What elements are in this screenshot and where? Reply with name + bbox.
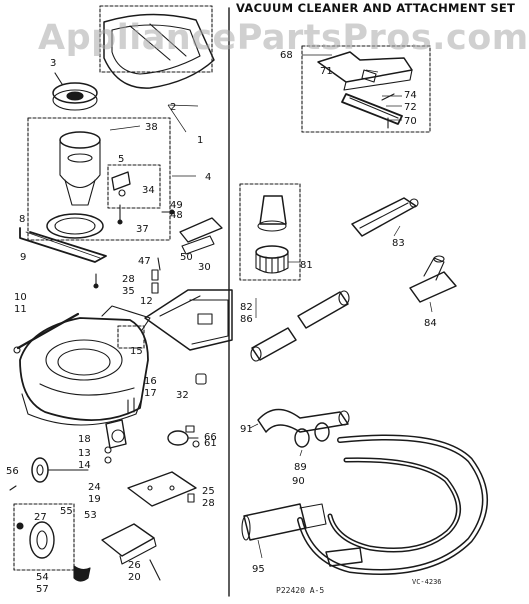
part-label-70: 70 <box>404 116 417 127</box>
part-label-54: 54 <box>36 572 49 583</box>
rod-end-shape <box>13 346 21 354</box>
base-plate-shape <box>127 471 197 507</box>
part-label-53: 53 <box>84 510 97 521</box>
part-label-13: 13 <box>78 448 91 459</box>
part-label-12: 12 <box>140 296 153 307</box>
gasket-shape <box>19 213 107 263</box>
hose-shape <box>294 422 488 575</box>
part-label-1: 1 <box>197 135 203 146</box>
part-labels: 1 2 3 4 5 8 9 10 11 12 13 14 15 16 17 18… <box>6 50 437 595</box>
part-label-89: 89 <box>294 462 307 473</box>
part-label-8: 8 <box>19 214 25 225</box>
part-label-37: 37 <box>136 224 149 235</box>
part-label-14: 14 <box>78 460 91 471</box>
part-label-50: 50 <box>180 252 193 263</box>
bag-holder-shape <box>144 289 233 351</box>
footer-code-left: P22420 A-5 <box>276 586 325 595</box>
wand-tubes-shape <box>250 290 350 362</box>
part-label-16: 16 <box>144 376 157 387</box>
part-label-35: 35 <box>122 286 135 297</box>
part-label-83: 83 <box>392 238 405 249</box>
part-label-19: 19 <box>88 494 101 505</box>
part-label-34: 34 <box>142 185 155 196</box>
top-cover-shape <box>99 5 215 89</box>
part-label-10: 10 <box>14 292 27 303</box>
part-label-48: 48 <box>170 210 183 221</box>
wheel-shape <box>9 457 89 491</box>
part-label-47: 47 <box>138 256 151 267</box>
part-label-72: 72 <box>404 102 417 113</box>
hose-end-shape <box>241 503 363 567</box>
leader-lines <box>109 54 433 559</box>
part-label-32: 32 <box>176 390 189 401</box>
part-label-30: 30 <box>198 262 211 273</box>
part-label-5: 5 <box>118 154 124 165</box>
part-label-81: 81 <box>300 260 313 271</box>
rod-shape <box>16 312 80 350</box>
part-label-68: 68 <box>280 50 293 61</box>
diagram-title: VACUUM CLEANER AND ATTACHMENT SET <box>236 1 516 15</box>
part-label-11: 11 <box>14 304 27 315</box>
part-label-20: 20 <box>128 572 141 583</box>
part-label-18: 18 <box>78 434 91 445</box>
motor-assembly-shape <box>27 117 171 241</box>
part-label-66: 66 <box>204 432 217 443</box>
lower-nozzle-shape <box>13 503 161 582</box>
part-label-4: 4 <box>205 172 211 183</box>
part-label-61: 61 <box>204 438 217 449</box>
part-label-3: 3 <box>50 58 56 69</box>
part-label-57: 57 <box>36 584 49 595</box>
part-label-56: 56 <box>6 466 19 477</box>
part-label-27: 27 <box>34 512 47 523</box>
part-label-26: 26 <box>128 560 141 571</box>
part-label-74: 74 <box>404 90 417 101</box>
part-label-86: 86 <box>240 314 253 325</box>
watermark: AppliancePartsPros.com <box>38 18 529 58</box>
part-label-91: 91 <box>240 424 253 435</box>
upholstery-nozzle-shape <box>409 255 457 303</box>
main-housing-shape <box>19 305 151 426</box>
part-label-28b: 28 <box>202 498 215 509</box>
part-label-25: 25 <box>202 486 215 497</box>
curved-wand-shape <box>257 408 350 433</box>
part-label-90: 90 <box>292 476 305 487</box>
fan-filter-shape <box>52 72 98 111</box>
dusting-brush-shape <box>239 183 301 281</box>
part-label-28a: 28 <box>122 274 135 285</box>
footer-code-right: VC-4236 <box>412 578 442 586</box>
part-label-2: 2 <box>170 102 176 113</box>
part-label-71: 71 <box>320 66 333 77</box>
part-label-17: 17 <box>144 388 157 399</box>
floor-brush-shape <box>301 45 431 133</box>
lever-shape <box>167 425 200 448</box>
small-fasteners-shape <box>93 209 223 294</box>
part-label-84: 84 <box>424 318 437 329</box>
bushing-32-shape <box>195 373 207 385</box>
part-label-15: 15 <box>130 346 143 357</box>
part-label-95: 95 <box>252 564 265 575</box>
part-label-24: 24 <box>88 482 101 493</box>
part-label-55: 55 <box>60 506 73 517</box>
caster-shape <box>104 419 127 464</box>
part-label-82: 82 <box>240 302 253 313</box>
part-label-49: 49 <box>170 200 183 211</box>
part-label-9: 9 <box>20 252 26 263</box>
part-label-38: 38 <box>145 122 158 133</box>
crevice-tool-shape <box>351 197 419 237</box>
